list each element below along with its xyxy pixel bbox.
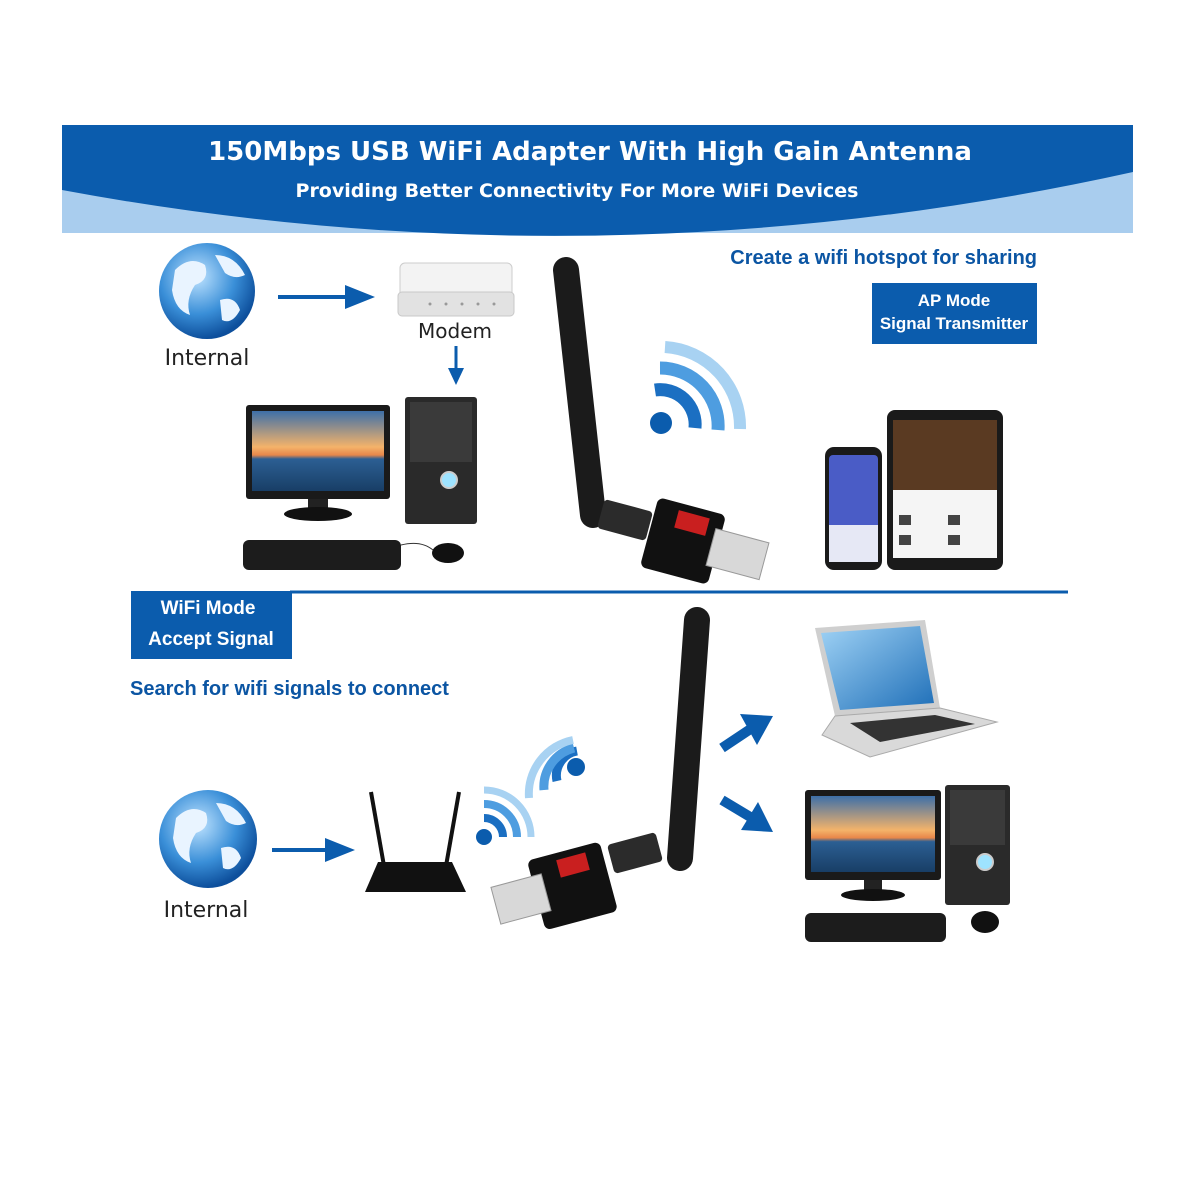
laptop-icon: [815, 620, 999, 758]
desktop-computer-icon: [805, 785, 1010, 942]
header-banner: 150Mbps USB WiFi Adapter With High Gain …: [62, 125, 1133, 236]
modem-label: Modem: [418, 319, 492, 343]
tablet-icon: [887, 410, 1003, 570]
ap-caption: Create a wifi hotspot for sharing: [730, 247, 1037, 269]
modem-icon: [397, 262, 515, 317]
usb-wifi-adapter-image: [553, 257, 770, 584]
ap-mode-badge: AP Mode Signal Transmitter: [872, 283, 1037, 344]
globe-icon: [159, 243, 255, 339]
wifi-mode-line2: Accept Signal: [148, 629, 274, 650]
arrow-right-icon: [278, 285, 375, 309]
arrow-down-right-icon: [719, 795, 773, 832]
router-icon: [365, 791, 466, 892]
wifi-mode-line1: WiFi Mode: [161, 598, 256, 619]
banner-subtitle: Providing Better Connectivity For More W…: [296, 180, 859, 202]
ap-mode-line1: AP Mode: [918, 291, 990, 310]
wifi-signal-icon: [524, 736, 585, 799]
banner-title: 150Mbps USB WiFi Adapter With High Gain …: [208, 137, 972, 167]
arrow-down-icon: [448, 346, 464, 385]
arrow-up-right-icon: [719, 714, 773, 753]
wifi-signal-icon: [476, 786, 535, 845]
usb-wifi-adapter-image: [490, 607, 710, 930]
internet-label: Internal: [165, 346, 250, 371]
wifi-mode-badge: WiFi Mode Accept Signal: [131, 591, 292, 659]
globe-icon: [159, 790, 257, 888]
desktop-computer-icon: [243, 397, 477, 570]
wifi-caption: Search for wifi signals to connect: [130, 678, 449, 700]
ap-mode-line2: Signal Transmitter: [880, 314, 1029, 333]
arrow-right-icon: [272, 838, 355, 862]
smartphone-icon: [825, 447, 882, 570]
wifi-signal-icon: [650, 341, 747, 434]
internet-label: Internal: [164, 898, 249, 923]
